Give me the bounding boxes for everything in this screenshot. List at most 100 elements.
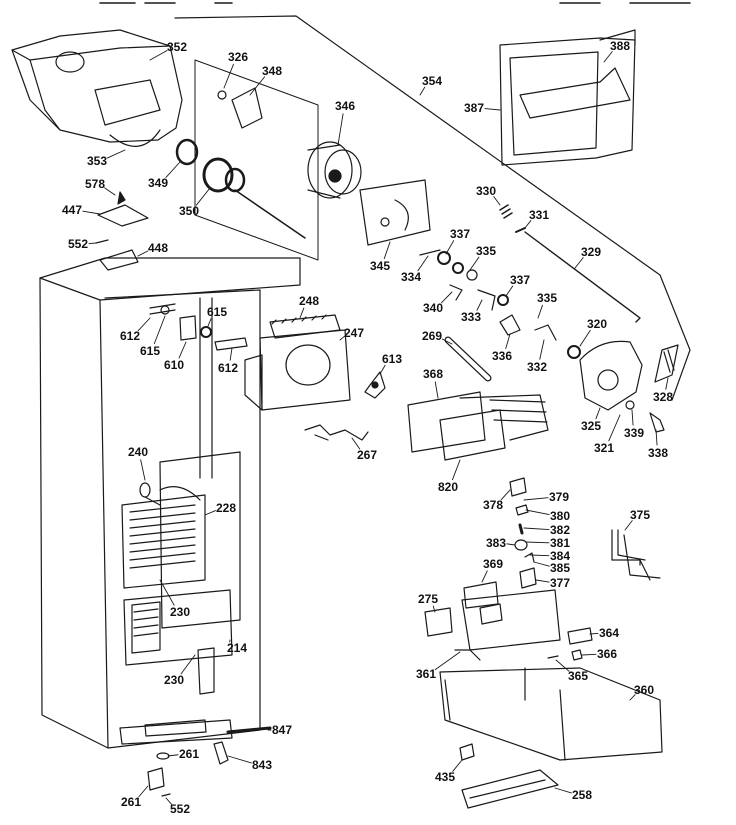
part-label: 379 (548, 490, 570, 504)
part-label: 331 (528, 208, 550, 222)
leader-line (178, 341, 187, 359)
part-label: 820 (437, 480, 459, 494)
ice-bucket-352 (11, 29, 183, 147)
leader-line (104, 187, 116, 196)
part-label: 350 (178, 204, 200, 218)
part-label: 552 (169, 802, 191, 816)
leader-line (525, 541, 550, 544)
part-label: 240 (127, 445, 149, 459)
leader-line (153, 315, 166, 345)
part-label: 326 (227, 50, 249, 64)
fan-blade-613 (364, 371, 386, 399)
part-label: 346 (334, 99, 356, 113)
rod-329 (499, 204, 641, 323)
parts-435-258 (459, 743, 559, 809)
part-label: 334 (400, 270, 422, 284)
control-boards-214-228-230 (121, 451, 241, 695)
part-label: 333 (460, 310, 482, 324)
part-label: 383 (485, 536, 507, 550)
part-label: 337 (449, 227, 471, 241)
brackets-610-612-615 (149, 303, 248, 351)
leader-line (204, 510, 217, 516)
leader-line (137, 250, 149, 257)
part-label: 328 (652, 390, 674, 404)
leader-line (379, 364, 386, 375)
parts-364-366-365 (547, 627, 593, 661)
part-label: 267 (356, 448, 378, 462)
leader-line (589, 632, 599, 635)
leader-line (581, 653, 597, 656)
control-bracket-361 (424, 581, 561, 661)
part-label: 248 (298, 294, 320, 308)
leader-line (537, 304, 543, 319)
leader-line (452, 459, 461, 481)
linkage-parts (419, 249, 557, 341)
part-label: 335 (536, 291, 558, 305)
part-label: 364 (598, 626, 620, 640)
leader-line (493, 196, 501, 206)
part-label: 368 (422, 367, 444, 381)
leader-line (539, 339, 545, 360)
leader-line (523, 527, 550, 531)
part-label: 552 (67, 237, 89, 251)
leader-line (106, 149, 126, 159)
part-label: 339 (623, 426, 645, 440)
leader-line (579, 329, 591, 347)
leader-line (140, 459, 146, 481)
part-label: 353 (86, 154, 108, 168)
parts-326-348 (217, 87, 263, 129)
leader-line (665, 377, 669, 390)
part-label: 615 (139, 344, 161, 358)
dispenser-motor-325 (567, 340, 679, 433)
leader-line (82, 210, 101, 215)
part-label: 384 (549, 549, 571, 563)
fan-housing-247-248 (244, 314, 351, 411)
part-label: 387 (463, 101, 485, 115)
part-label: 329 (580, 245, 602, 259)
part-label: 843 (251, 758, 273, 772)
leader-line (419, 86, 426, 96)
part-label: 612 (217, 361, 239, 375)
leader-line (469, 256, 480, 271)
leader-line (525, 509, 550, 516)
ice-maker-368-820 (407, 391, 549, 461)
leader-line (505, 285, 514, 297)
part-label: 435 (434, 770, 456, 784)
leader-line (554, 787, 572, 794)
leader-line (523, 497, 549, 501)
leader-line (165, 797, 172, 805)
leader-line (88, 242, 97, 245)
part-label: 261 (120, 795, 142, 809)
leader-line (138, 785, 149, 797)
leader-line (434, 381, 439, 399)
leader-line (195, 187, 211, 206)
leader-line (655, 429, 658, 446)
part-label: 345 (369, 259, 391, 273)
harness-267 (304, 424, 369, 441)
leader-line (207, 318, 212, 327)
leader-line (481, 570, 488, 583)
part-label: 369 (482, 557, 504, 571)
cabinet-back (39, 257, 301, 749)
part-label: 349 (147, 176, 169, 190)
leader-line (165, 161, 181, 178)
leader-line (484, 108, 501, 111)
leader-line (223, 63, 234, 89)
part-label: 335 (475, 244, 497, 258)
leader-line (535, 579, 550, 583)
part-label: 366 (596, 647, 618, 661)
part-label: 380 (549, 509, 571, 523)
part-label: 381 (549, 536, 571, 550)
part-label: 377 (549, 576, 571, 590)
leader-line (608, 414, 621, 442)
leader-line (229, 347, 233, 361)
leader-line (555, 659, 570, 672)
part-label: 578 (84, 177, 106, 191)
part-label: 247 (343, 326, 365, 340)
motor-346 (307, 141, 362, 199)
leader-line (629, 694, 636, 701)
part-label: 354 (421, 74, 443, 88)
leader-line (603, 51, 613, 63)
part-label: 336 (491, 349, 513, 363)
